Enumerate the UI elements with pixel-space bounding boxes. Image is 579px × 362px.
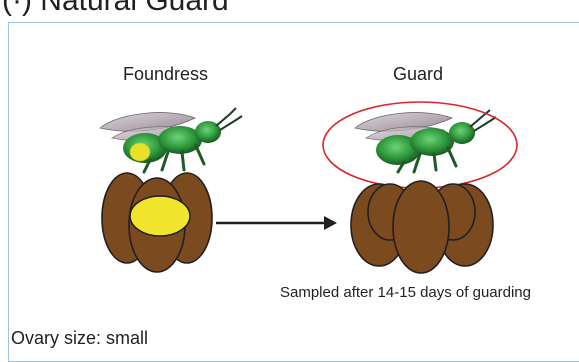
guard-ovary <box>351 181 493 273</box>
foundress-ovary <box>102 173 212 272</box>
sampling-caption: Sampled after 14-15 days of guarding <box>280 284 531 301</box>
arrow-right-icon <box>216 216 337 230</box>
ovary-size-caption: Ovary size: small <box>11 328 148 349</box>
guard-bee-icon <box>355 110 496 172</box>
foundress-bee-icon <box>100 108 242 172</box>
